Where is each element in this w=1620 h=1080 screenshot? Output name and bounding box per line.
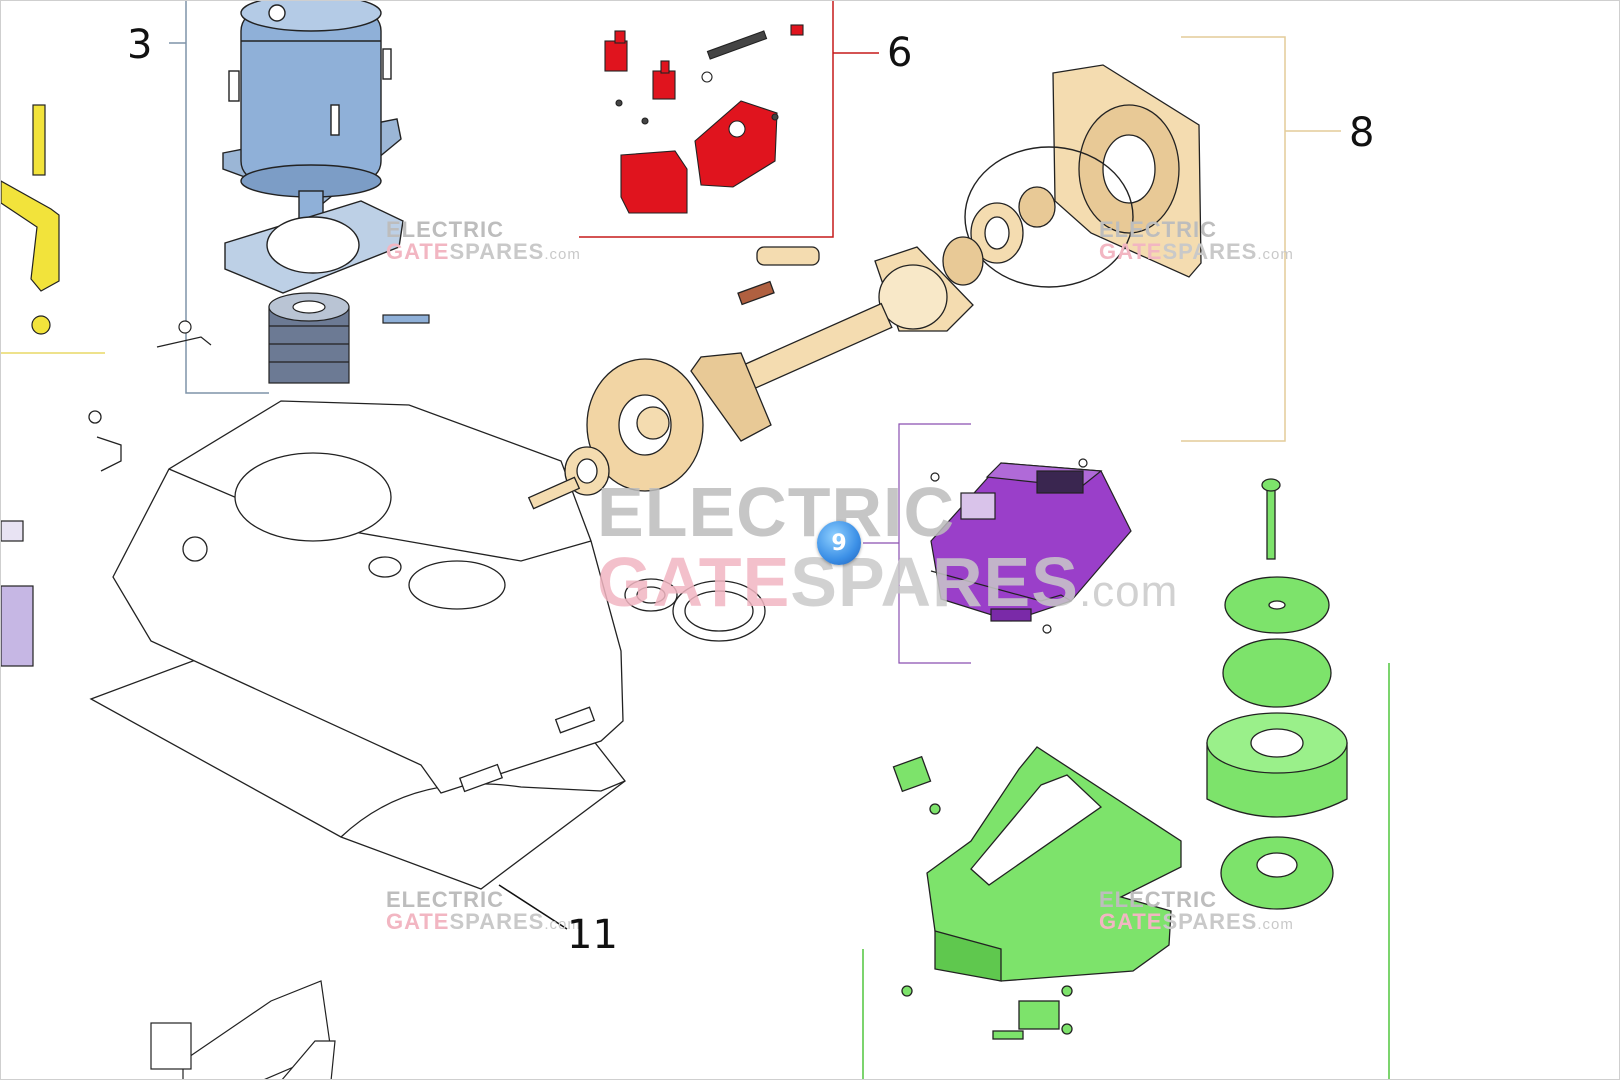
- part-9-hotspot[interactable]: 9: [817, 521, 861, 565]
- limit-switch-parts: [604, 24, 804, 214]
- watermark-bottom-left: ELECTRIC GATESPARES.com: [386, 887, 581, 934]
- callout-11: 11: [567, 912, 618, 958]
- left-edge-parts: [1, 520, 34, 667]
- group-3-bracket: [169, 1, 269, 394]
- watermark-bottom-right: ELECTRIC GATESPARES.com: [1099, 887, 1294, 934]
- callout-8: 8: [1349, 110, 1375, 156]
- callout-11-leader: [498, 884, 568, 930]
- shaft-seals: [624, 578, 766, 642]
- mounting-base-parts: [892, 478, 1348, 1040]
- group-8-bracket: [1181, 36, 1341, 442]
- bottom-left-parts: [150, 980, 336, 1079]
- motor-assembly: [222, 1, 404, 294]
- group-6-bracket: [579, 1, 879, 238]
- release-lever: [1, 104, 60, 335]
- worm-screw: [156, 292, 430, 384]
- gearbox-housing: [88, 400, 626, 890]
- callout-3: 3: [127, 22, 153, 68]
- watermark-center: ELECTRIC GATESPARES.com: [597, 473, 1179, 621]
- group-10-bracket: [862, 663, 1390, 1079]
- callout-6: 6: [887, 30, 913, 76]
- control-board: [930, 458, 1132, 634]
- watermark-top-right: ELECTRIC GATESPARES.com: [1099, 217, 1294, 264]
- watermark-top-left: ELECTRIC GATESPARES.com: [386, 217, 581, 264]
- group-9-bracket: [863, 423, 971, 664]
- gear-shaft-assembly: [527, 64, 1202, 510]
